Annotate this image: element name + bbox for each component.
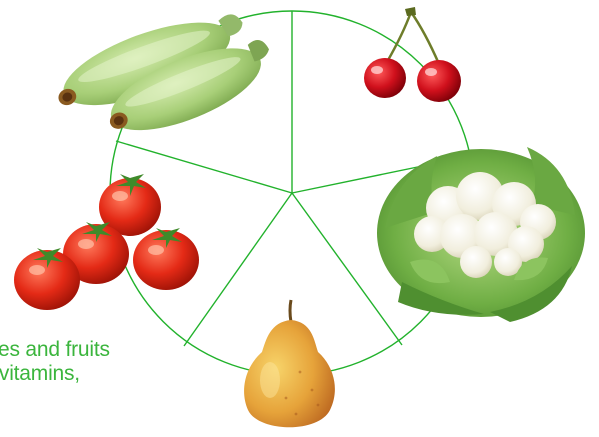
cherries-image: [364, 7, 461, 102]
cauliflower-image: [377, 147, 585, 322]
caption-text: es and fruits any vitamins,: [0, 338, 250, 437]
caption-line-2: any vitamins,: [0, 362, 250, 386]
tomato-middle-right: [133, 228, 199, 290]
wheel-spoke-lower-left: [184, 193, 292, 346]
caption-line-1: es and fruits: [0, 338, 250, 362]
zucchini-image: [47, 0, 282, 148]
pear-image: [244, 300, 335, 427]
tomatoes-image: [14, 174, 199, 310]
